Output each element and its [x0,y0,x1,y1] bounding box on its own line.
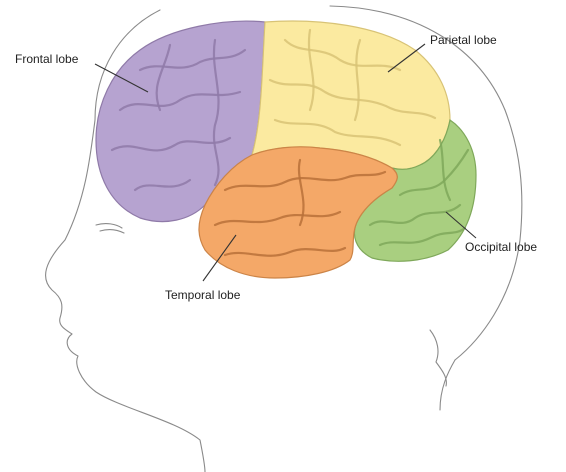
frontal-lobe-label: Frontal lobe [15,52,79,66]
parietal-lobe-label: Parietal lobe [430,33,497,47]
occipital-lobe-label: Occipital lobe [465,240,537,254]
temporal-lobe-label: Temporal lobe [165,288,241,302]
parietal-lobe-region [252,21,450,169]
